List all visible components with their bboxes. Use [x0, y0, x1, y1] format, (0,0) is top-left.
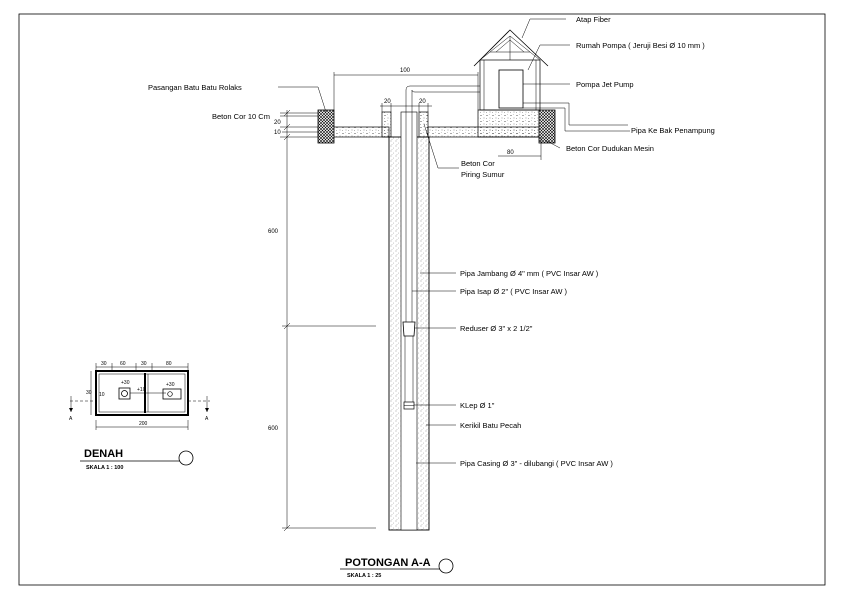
label-piring-1: Beton Cor: [461, 159, 495, 168]
dim-80: 80: [507, 150, 514, 156]
label-pompa: Pompa Jet Pump: [576, 80, 634, 89]
label-piring-2: Piring Sumur: [461, 170, 505, 179]
plan-title-bubble: [178, 450, 194, 466]
plan-level-10: +10: [137, 387, 146, 393]
jet-pump: [498, 69, 524, 109]
label-atap: Atap Fiber: [576, 15, 611, 24]
label-reduser: Reduser Ø 3" x 2 1/2": [460, 324, 533, 333]
plan-level-30a: +30: [121, 380, 130, 386]
plan-title: DENAH: [84, 448, 123, 460]
label-beton-cor: Beton Cor 10 Cm: [212, 112, 270, 121]
pump-house-roof: [473, 29, 549, 67]
plan-level-30b: +30: [166, 382, 175, 388]
section-title-bubble: [438, 558, 454, 574]
plan-denah: 30 60 30 80 200 +30 +10 +30 10 30 A A DE…: [69, 361, 210, 471]
dim-600b: 600: [268, 426, 279, 432]
plan-dim-60: 60: [120, 361, 126, 367]
plan-left-10: 10: [99, 392, 105, 398]
plan-scale: SKALA 1 : 100: [86, 465, 123, 471]
plan-cut-a2: A: [205, 416, 209, 422]
label-pasangan: Pasangan Batu Batu Rolaks: [148, 83, 242, 92]
plan-outer: [95, 370, 189, 416]
plan-dim-200: 200: [139, 421, 148, 427]
dim-100: 100: [400, 68, 411, 74]
sheet-border: [18, 13, 826, 586]
label-klep: KLep Ø 1": [460, 401, 495, 410]
section-title: POTONGAN A-A: [345, 557, 431, 569]
pump-pad: [477, 109, 541, 138]
plan-dim-30b: 30: [141, 361, 147, 367]
label-rumah-pompa: Rumah Pompa ( Jeruji Besi Ø 10 mm ): [576, 41, 705, 50]
dim-20b: 20: [419, 99, 426, 105]
plan-cut-a1: A: [69, 416, 73, 422]
section-a-a: Atap Fiber Rumah Pompa ( Jeruji Besi Ø 1…: [148, 15, 715, 579]
well-ring-left: [381, 111, 392, 138]
section-scale: SKALA 1 : 25: [347, 573, 381, 579]
label-kerikil: Kerikil Batu Pecah: [460, 421, 521, 430]
label-jambang: Pipa Jambang Ø 4" mm ( PVC Insar AW ): [460, 269, 599, 278]
stone-masonry-left: [317, 109, 335, 144]
label-dudukan: Beton Cor Dudukan Mesin: [566, 144, 654, 153]
label-pipa-bak: Pipa Ke Bak Penampung: [631, 126, 715, 135]
stone-masonry-right: [538, 109, 556, 144]
label-casing: Pipa Casing Ø 3" - dilubangi ( PVC Insar…: [460, 459, 613, 468]
casing-pipe: [400, 111, 418, 531]
label-isap: Pipa Isap Ø 2" ( PVC Insar AW ): [460, 287, 568, 296]
plan-dim-80: 80: [166, 361, 172, 367]
well-ring-right: [418, 111, 429, 138]
dim-600a: 600: [268, 229, 279, 235]
plan-dim-30a: 30: [101, 361, 107, 367]
plan-left-30: 30: [86, 390, 92, 396]
dim-10: 10: [274, 130, 281, 136]
pump-house-frame: [479, 59, 541, 111]
dim-20c: 20: [274, 120, 281, 126]
dim-20a: 20: [384, 99, 391, 105]
